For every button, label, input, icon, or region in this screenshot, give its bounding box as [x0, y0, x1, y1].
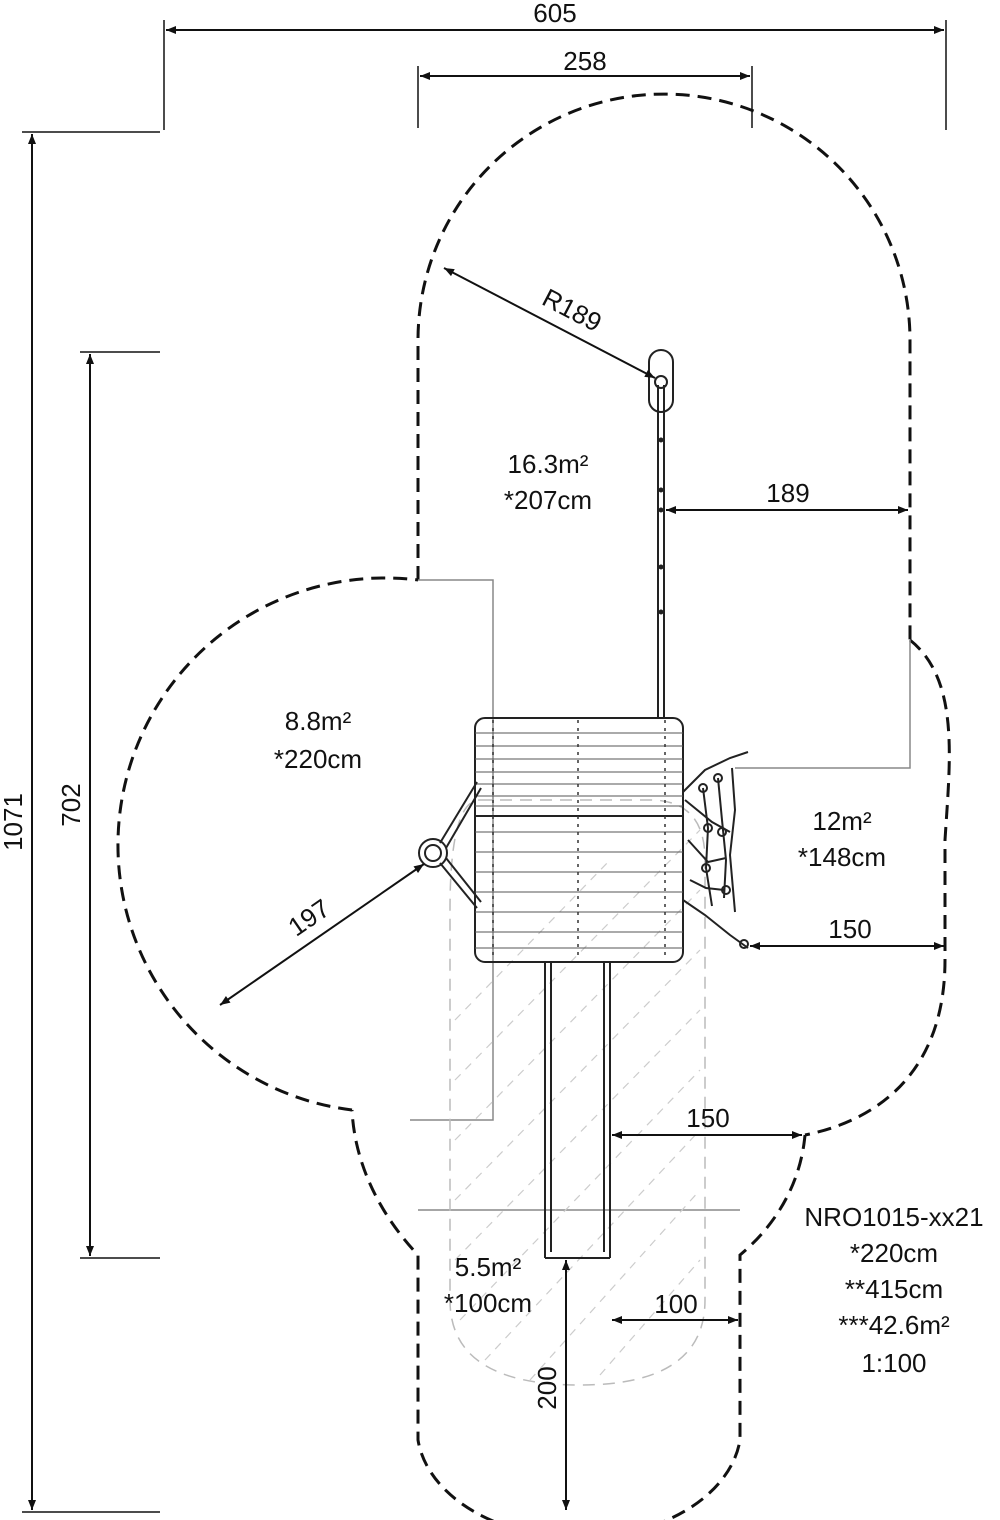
info-block: NRO1015-xx21 *220cm **415cm ***42.6m² 1:…: [804, 1202, 983, 1378]
dim-overall-width: 605: [533, 0, 576, 28]
info-total-height: **415cm: [845, 1274, 943, 1304]
dim-right-offset-lower: 150: [686, 1103, 729, 1133]
dim-radius-top: R189: [538, 282, 607, 337]
info-free-fall-height: *220cm: [850, 1238, 938, 1268]
safety-zone-outline: [116, 92, 951, 1520]
zone-left-height: *220cm: [274, 744, 362, 774]
dim-right-offset-top: 189: [766, 478, 809, 508]
dim-radius-left: 197: [283, 893, 336, 942]
model-code: NRO1015-xx21: [804, 1202, 983, 1232]
zone-right-area: 12m²: [812, 806, 872, 836]
pole-icon: [648, 349, 674, 718]
dim-top-width: 258: [563, 46, 606, 76]
climbing-net-icon: [682, 751, 749, 949]
zone-right-height: *148cm: [798, 842, 886, 872]
dim-inner-height: 702: [56, 783, 86, 826]
steering-wheel-icon: [418, 781, 482, 909]
info-total-area: ***42.6m²: [838, 1310, 950, 1340]
zone-boundaries: [410, 579, 911, 1211]
zone-top-area: 16.3m²: [508, 449, 589, 479]
zone-top-height: *207cm: [504, 485, 592, 515]
scale-label: 1:100: [861, 1348, 926, 1378]
slide-icon: [544, 962, 611, 1259]
zone-bottom-height: *100cm: [444, 1288, 532, 1318]
zone-bottom-area: 5.5m²: [455, 1252, 522, 1282]
zone-left-area: 8.8m²: [285, 706, 352, 736]
dim-overall-height: 1071: [0, 793, 28, 851]
dimension-lines: [22, 20, 947, 1513]
dim-bottom-length: 200: [532, 1366, 562, 1409]
dim-bottom-offset: 100: [654, 1289, 697, 1319]
dim-right-offset-net: 150: [828, 914, 871, 944]
play-equipment: [418, 349, 749, 1259]
platform-deck-icon: [474, 717, 684, 963]
